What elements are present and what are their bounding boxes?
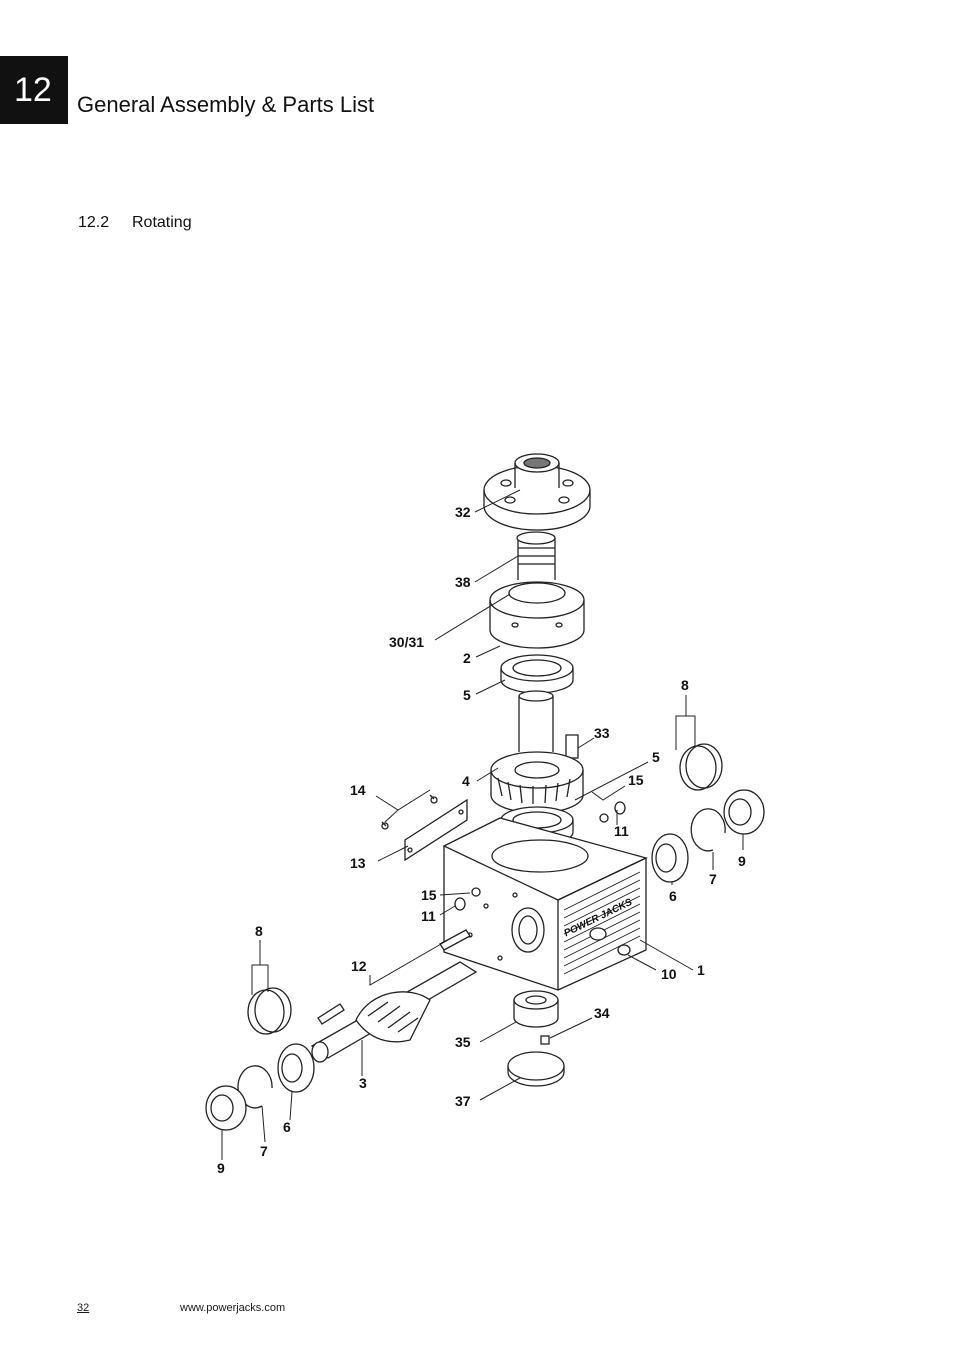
nameplate-13 [404, 798, 468, 862]
label-8-left: 8 [255, 923, 263, 939]
section-number: 12.2 [78, 214, 110, 231]
label-5-lower: 5 [652, 749, 660, 765]
label-15-top: 15 [628, 772, 644, 788]
label-10: 10 [661, 966, 677, 982]
leader-lines [221, 489, 744, 1160]
plug-10 [617, 944, 631, 956]
circlip-7-right [690, 808, 726, 852]
section-title: Rotating [132, 214, 192, 231]
bearing-6-left [277, 1043, 315, 1093]
cover-plate-37 [507, 1051, 565, 1087]
chapter-number-box: 12 [0, 56, 68, 124]
bearing-cover-2 [489, 581, 585, 649]
label-7-left: 7 [260, 1143, 268, 1159]
seal-8-left [247, 987, 292, 1035]
label-8-right: 8 [681, 677, 689, 693]
label-4: 4 [462, 773, 470, 789]
label-5-upper: 5 [463, 687, 471, 703]
footer-url-link[interactable]: www.powerjacks.com [180, 1302, 286, 1314]
label-32: 32 [455, 504, 471, 520]
chapter-title: General Assembly & Parts List [77, 92, 375, 117]
label-6-left: 6 [283, 1119, 291, 1135]
thrust-bearing-5-upper [500, 654, 574, 694]
label-3: 3 [359, 1075, 367, 1091]
worm-shaft-3 [310, 961, 478, 1063]
circlip-7-left [237, 1065, 273, 1109]
lifting-screw-38 [516, 531, 556, 580]
label-13: 13 [350, 855, 366, 871]
worm-wheel-4 [490, 751, 584, 814]
label-1: 1 [697, 962, 705, 978]
set-screw-34 [540, 1035, 550, 1045]
oil-seal-9-right [723, 789, 765, 835]
page-number: 32 [77, 1302, 90, 1314]
label-7-right: 7 [709, 871, 717, 887]
seal-8-right [679, 743, 723, 791]
chapter-number: 12 [14, 71, 52, 109]
oil-seal-9-left [205, 1085, 247, 1131]
collar-35 [513, 990, 559, 1028]
key-33 [565, 734, 579, 759]
label-33: 33 [594, 725, 610, 741]
rivets-14 [381, 794, 438, 830]
label-12: 12 [351, 958, 367, 974]
label-34: 34 [594, 1005, 610, 1021]
label-14: 14 [350, 782, 366, 798]
label-6-right: 6 [669, 888, 677, 904]
label-38: 38 [455, 574, 471, 590]
section-heading: 12.2 Rotating [78, 214, 192, 232]
label-15-side: 15 [421, 887, 437, 903]
key-12 [317, 929, 471, 1025]
worm-wheel-shaft [518, 690, 554, 752]
grease-nipple-11-15-top [599, 801, 626, 823]
flange-nut-32 [483, 453, 591, 531]
label-9-left: 9 [217, 1160, 225, 1176]
label-35: 35 [455, 1034, 471, 1050]
bearing-6-right [651, 833, 689, 883]
grease-nipple-11-15-side [454, 887, 481, 911]
label-11-side: 11 [421, 908, 436, 924]
label-9-right: 9 [738, 853, 746, 869]
label-30-31: 30/31 [389, 634, 424, 650]
label-11-top: 11 [614, 823, 629, 839]
label-2: 2 [463, 650, 471, 666]
label-37: 37 [455, 1093, 471, 1109]
gearbox-housing-1 [442, 817, 648, 991]
